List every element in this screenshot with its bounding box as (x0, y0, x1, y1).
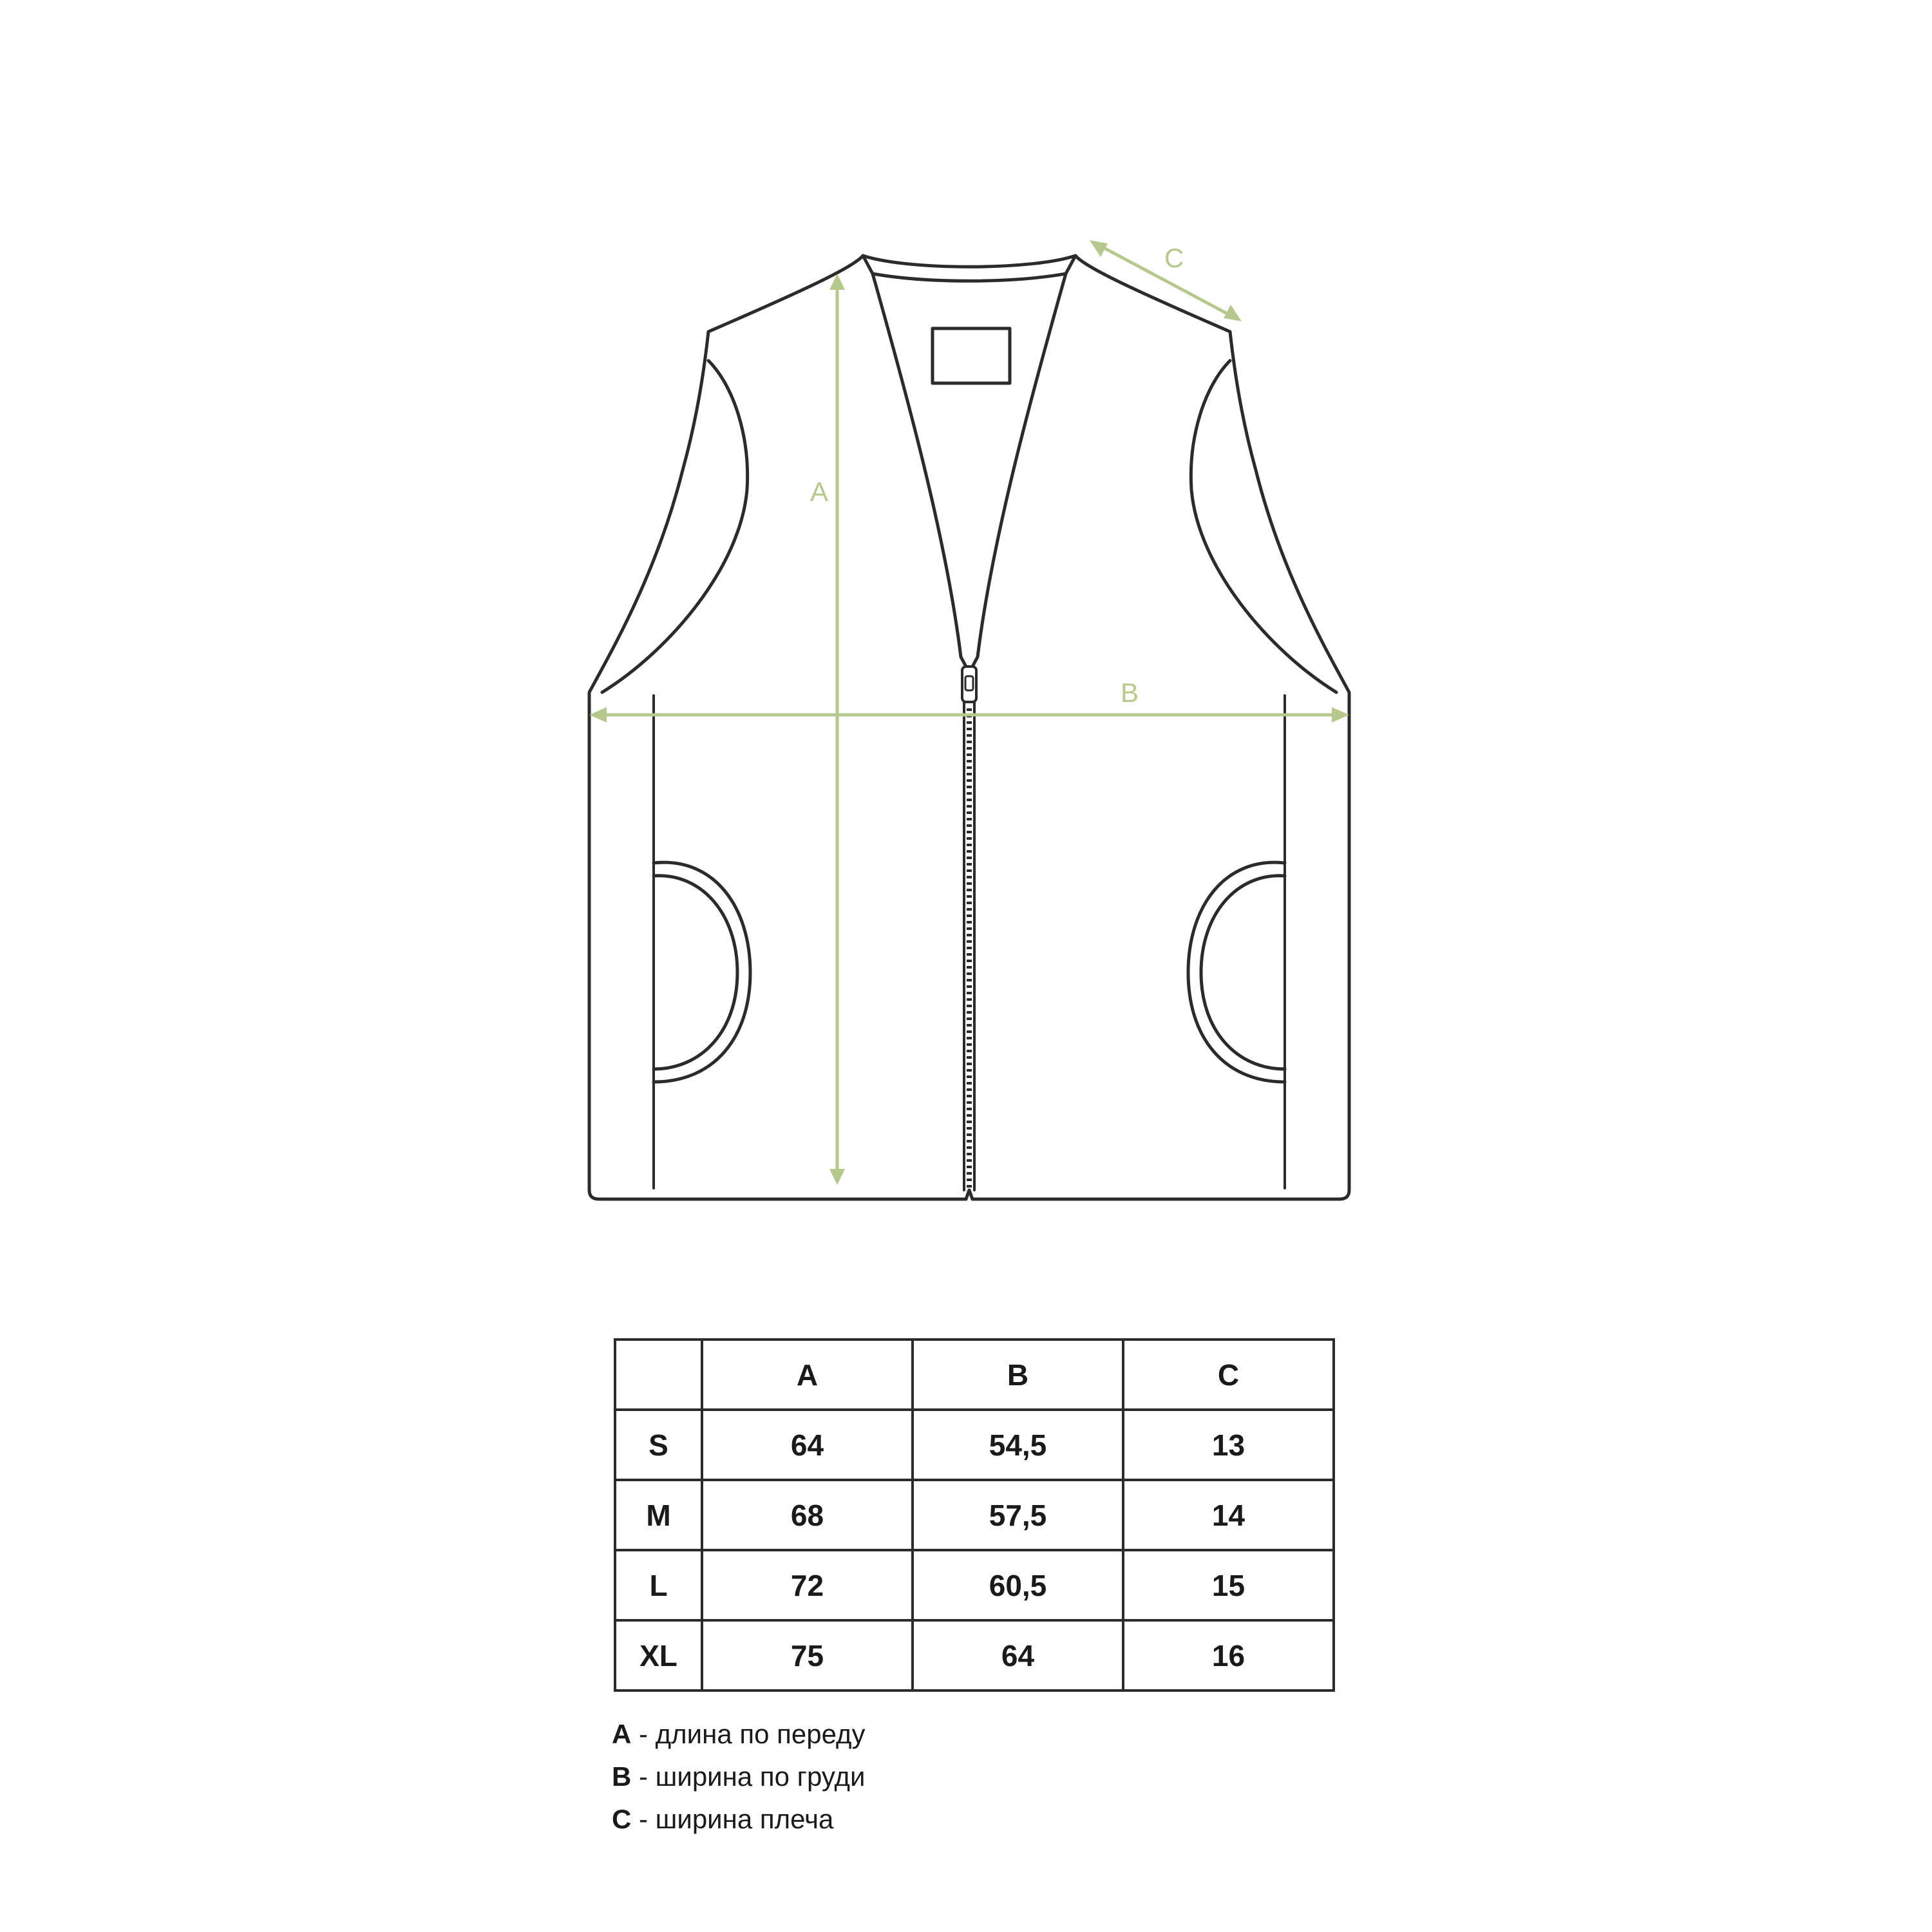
legend-item-a: A - длина по переду (612, 1713, 866, 1756)
legend-item-c: C - ширина плеча (612, 1798, 866, 1841)
collar-curve (871, 272, 1068, 283)
dimension-c: C (1090, 240, 1242, 321)
table-header-row: A B C (614, 1338, 1335, 1411)
legend-key: C (612, 1804, 632, 1834)
value-cell-a: 72 (701, 1549, 914, 1622)
value-cell-b: 57,5 (911, 1479, 1124, 1551)
label-patch (931, 327, 1012, 385)
dimension-a-label: A (810, 477, 828, 507)
size-cell: XL (614, 1619, 703, 1692)
value-cell-c: 14 (1122, 1479, 1335, 1551)
vest-body-outline (587, 254, 1351, 1201)
legend-text: - длина по переду (631, 1719, 866, 1749)
size-cell: L (614, 1549, 703, 1622)
legend-key: B (612, 1761, 632, 1792)
dimension-b-label: B (1121, 677, 1139, 708)
legend-key: A (612, 1719, 632, 1749)
dimension-a: A (810, 274, 845, 1185)
value-cell-a: 64 (701, 1408, 914, 1481)
left-pocket (652, 860, 752, 1084)
table-row: M 68 57,5 14 (614, 1479, 1335, 1551)
left-placket (861, 254, 968, 668)
legend-item-b: B - ширина по груди (612, 1756, 866, 1798)
value-cell-a: 68 (701, 1479, 914, 1551)
size-cell: M (614, 1479, 703, 1551)
value-cell-c: 15 (1122, 1549, 1335, 1622)
value-cell-c: 16 (1122, 1619, 1335, 1692)
zipper-pull (961, 665, 978, 703)
value-cell-a: 75 (701, 1619, 914, 1692)
measurement-legend: A - длина по переду B - ширина по груди … (612, 1713, 866, 1841)
legend-text: - ширина по груди (631, 1761, 866, 1792)
right-armhole-binding (1189, 359, 1338, 694)
table-row: XL 75 64 16 (614, 1619, 1335, 1692)
right-pocket-inner (1199, 874, 1287, 1071)
size-table: A B C S 64 54,5 13 M 68 57,5 14 L 72 60,… (614, 1338, 1335, 1692)
right-pocket (1186, 860, 1287, 1084)
dimension-c-label: C (1164, 243, 1184, 273)
dimension-b: B (589, 677, 1349, 723)
table-row: S 64 54,5 13 (614, 1408, 1335, 1481)
vest-outline (587, 254, 1351, 1201)
value-cell-c: 13 (1122, 1408, 1335, 1481)
header-cell-a: A (701, 1338, 914, 1411)
left-pocket-inner (652, 874, 739, 1071)
header-cell-empty (614, 1338, 703, 1411)
dimension-lines: A B C (589, 240, 1349, 1185)
right-placket (971, 254, 1077, 668)
table-row: L 72 60,5 15 (614, 1549, 1335, 1622)
header-cell-c: C (1122, 1338, 1335, 1411)
value-cell-b: 54,5 (911, 1408, 1124, 1481)
value-cell-b: 64 (911, 1619, 1124, 1692)
left-armhole-binding (600, 359, 750, 694)
legend-text: - ширина плеча (631, 1804, 834, 1834)
header-cell-b: B (911, 1338, 1124, 1411)
value-cell-b: 60,5 (911, 1549, 1124, 1622)
size-cell: S (614, 1408, 703, 1481)
